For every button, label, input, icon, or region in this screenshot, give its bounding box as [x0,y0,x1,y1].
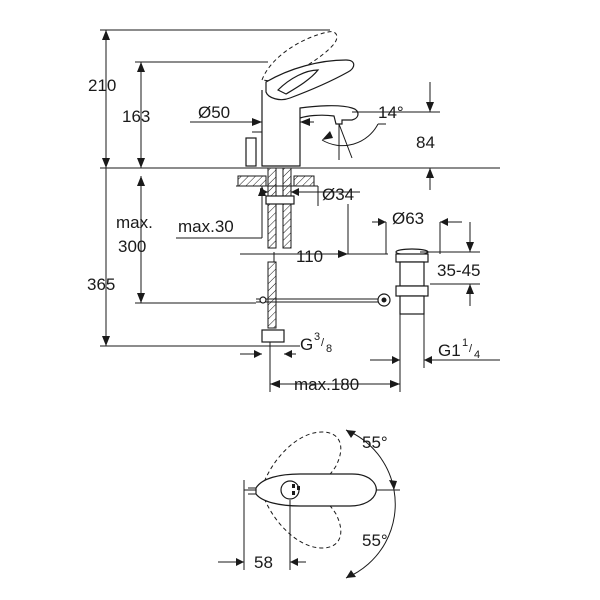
supply-thread-label: G 3 / 8 [240,331,332,358]
popup-rod [245,137,257,167]
dim-max30-label: max.30 [178,217,234,236]
dim-58-label: 58 [254,553,273,572]
dim-d50-label: Ø50 [198,103,230,122]
supply-hoses [261,167,295,354]
dimension-d50: Ø50 [190,103,314,126]
dimension-d63: Ø63 [372,209,462,254]
supply-thread-main: G [300,335,313,354]
waste-assembly [377,248,429,315]
dimension-110: 110 [240,204,388,266]
lever-handle [265,59,355,101]
top-view: 55° 55° 58 [218,429,400,579]
waste-thread-den: 4 [474,349,480,361]
waste-thread-label: G1 1 / 4 [370,314,500,392]
waste-thread-num: 1 [462,337,468,349]
dimension-163: 163 [122,61,268,168]
countertop-section [236,175,318,187]
side-view: 210 163 Ø50 [87,29,500,394]
dimension-58: 58 [218,480,306,572]
dim-max-label: max. [116,213,153,232]
dimension-55-bottom: 55° [345,489,396,579]
dim-110-label: 110 [296,247,323,266]
dim-84-label: 84 [416,133,435,152]
lever-rotated-right [261,483,342,549]
dim-300-label: 300 [118,237,146,256]
dim-163-label: 163 [122,107,150,126]
dim-d34-label: Ø34 [322,185,354,204]
supply-thread-num: 3 [314,331,320,343]
dim-d63-label: Ø63 [392,209,424,228]
dimension-max-30: max.30 [176,186,266,239]
dimension-55-top: 55° [345,429,397,491]
lever-rotated-left [261,431,342,497]
lever-top [255,473,377,507]
popup-linkage [256,296,378,304]
dimension-84: 84 [352,82,440,190]
faucet-body [245,59,359,167]
supply-thread-den: 8 [326,343,332,355]
dimension-max-180: max.180 [269,354,400,394]
dim-max180-label: max.180 [294,375,359,394]
supply-thread-slash: / [321,337,325,349]
dimension-max-300: max. 300 [116,176,153,303]
waste-thread-slash: / [469,343,473,355]
dim-210-label: 210 [88,76,116,95]
waste-thread-main: G1 [438,341,461,360]
angle-55-top-label: 55° [362,433,388,452]
dim-365-label: 365 [87,275,115,294]
angle-55-bottom-label: 55° [362,531,388,550]
dimension-35-45: 35-45 [420,222,480,306]
dim-35-45-label: 35-45 [437,261,480,280]
dimension-210: 210 [88,29,330,168]
dimension-365: 365 [87,168,300,347]
